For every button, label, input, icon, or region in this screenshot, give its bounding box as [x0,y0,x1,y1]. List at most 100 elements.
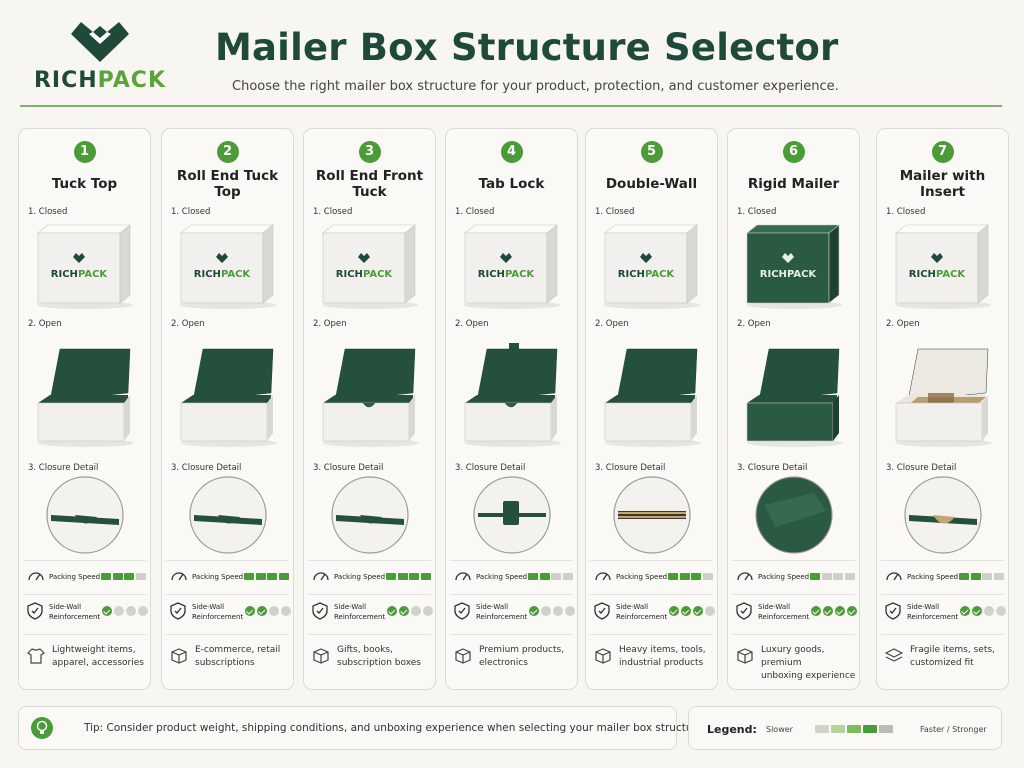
tip-banner: Tip: Consider product weight, shipping c… [18,706,706,750]
stage-detail-label: 3. Closure Detail [171,463,242,473]
structure-name-text: Double-Wall [605,176,698,192]
shield-check-icon [594,602,610,624]
reinforcement-dot [823,606,833,616]
structure-number: 5 [640,141,663,163]
stage-detail-label: 3. Closure Detail [595,463,666,473]
stage-closed-label: 1. Closed [171,207,211,217]
packing-speed-label: Packing Speed [758,573,810,581]
structure-card[interactable]: 7 Mailer with Insert 1. Closed RICHPACK … [876,128,1009,690]
packing-speed-bar [386,573,431,580]
reinforcement-label-line2: Reinforcement [334,613,386,621]
closure-detail-image [586,475,717,555]
packing-speed-row: Packing Speed [446,564,577,590]
packing-speed-label: Packing Speed [334,573,386,581]
use-case: Gifts, books, subscription boxes [304,641,435,681]
open-box-image [19,331,150,449]
stage-closed-label: 1. Closed [595,207,635,217]
gauge-icon [594,567,612,586]
structure-card[interactable]: 1 Tuck Top 1. Closed RICHPACK 2. Open 3.… [18,128,151,690]
packing-speed-label: Packing Speed [49,573,101,581]
reinforcement-dot [553,606,563,616]
brand-logo: RICHPACK [30,20,170,100]
structure-card[interactable]: 2 Roll End Tuck Top 1. Closed RICHPACK 2… [161,128,294,690]
reinforcement-dot [669,606,679,616]
structure-number: 2 [216,141,239,163]
gauge-icon [454,567,472,586]
stage-open-label: 2. Open [313,319,347,329]
reinforcement-row: Side-Wall Reinforcement [586,599,717,625]
svg-text:RICHPACK: RICHPACK [193,269,251,280]
use-case: E-commerce, retail subscriptions [162,641,293,681]
open-box-image [304,331,435,449]
reinforcement-dot [423,606,433,616]
legend: Legend: Slower Faster / Stronger [688,706,1002,750]
stage-open-label: 2. Open [455,319,489,329]
speed-segment [528,573,538,580]
use-case-text: Premium products, electronics [479,644,575,670]
layers-icon [884,647,904,669]
speed-segment [112,573,123,580]
reinforcement-dot [257,606,267,616]
use-case-text: Heavy items, tools, industrial products [619,644,715,670]
structure-card[interactable]: 3 Roll End Front Tuck 1. Closed RICHPACK… [303,128,436,690]
reinforcement-dot [529,606,539,616]
svg-text:RICHPACK: RICHPACK [617,269,675,280]
page-title: Mailer Box Structure Selector [215,26,839,69]
closed-box-image: RICHPACK [304,219,435,311]
structure-card[interactable]: 4 Tab Lock 1. Closed RICHPACK 2. Open 3.… [445,128,578,690]
use-case-line2: customized fit [910,658,974,668]
closed-box-image: RICHPACK [586,219,717,311]
packing-speed-bar [668,573,713,580]
open-box-image [877,331,1008,449]
packing-speed-label: Packing Speed [616,573,668,581]
packing-speed-bar [810,573,855,580]
speed-segment [124,573,134,580]
packing-speed-label: Packing Speed [476,573,528,581]
divider [450,634,573,635]
structure-name: Roll End Front Tuck [304,165,435,203]
open-box-image [446,331,577,449]
reinforcement-label-line1: Side-Wall [49,603,82,611]
divider [881,634,1004,635]
structure-name-text: Roll End Front Tuck [315,168,424,200]
structure-name-text: Roll End Tuck Top [176,168,279,200]
divider [590,634,713,635]
speed-segment [278,573,289,580]
use-case-line2: apparel, accessories [52,658,144,668]
reinforcement-dot [984,606,994,616]
closed-box-image: RICHPACK [728,219,859,311]
packing-speed-row: Packing Speed [586,564,717,590]
structure-columns: 1 Tuck Top 1. Closed RICHPACK 2. Open 3.… [18,128,1009,690]
structure-card[interactable]: 5 Double-Wall 1. Closed RICHPACK 2. Open… [585,128,718,690]
shield-check-icon [312,602,328,624]
speed-segment [668,573,678,580]
structure-name-text: Rigid Mailer [747,176,840,192]
use-case: Lightweight items, apparel, accessories [19,641,150,681]
speed-segment [409,573,419,580]
reinforcement-dot [960,606,970,616]
reinforcement-label-line1: Side-Wall [758,603,791,611]
packing-speed-row: Packing Speed [877,564,1008,590]
structure-card[interactable]: 6 Rigid Mailer 1. Closed RICHPACK 2. Ope… [727,128,860,690]
divider [308,560,431,561]
stage-closed-label: 1. Closed [455,207,495,217]
reinforcement-dot [693,606,703,616]
structure-name: Rigid Mailer [728,165,859,203]
open-box-image [728,331,859,449]
tip-text: Tip: Consider product weight, shipping c… [84,722,707,734]
speed-segment [691,573,701,580]
speed-segment [810,573,820,580]
stage-open-label: 2. Open [737,319,771,329]
divider [732,594,855,595]
divider [23,594,146,595]
legend-swatch [831,725,845,733]
closure-detail-image [19,475,150,555]
legend-faster-label: Faster / Stronger [920,725,987,734]
speed-segment [551,573,561,580]
stage-closed-label: 1. Closed [28,207,68,217]
svg-text:RICHPACK: RICHPACK [908,269,966,280]
reinforcement-dot [835,606,845,616]
box-icon [454,647,472,669]
header-divider [20,105,1002,107]
use-case-line2: subscription boxes [337,658,421,668]
